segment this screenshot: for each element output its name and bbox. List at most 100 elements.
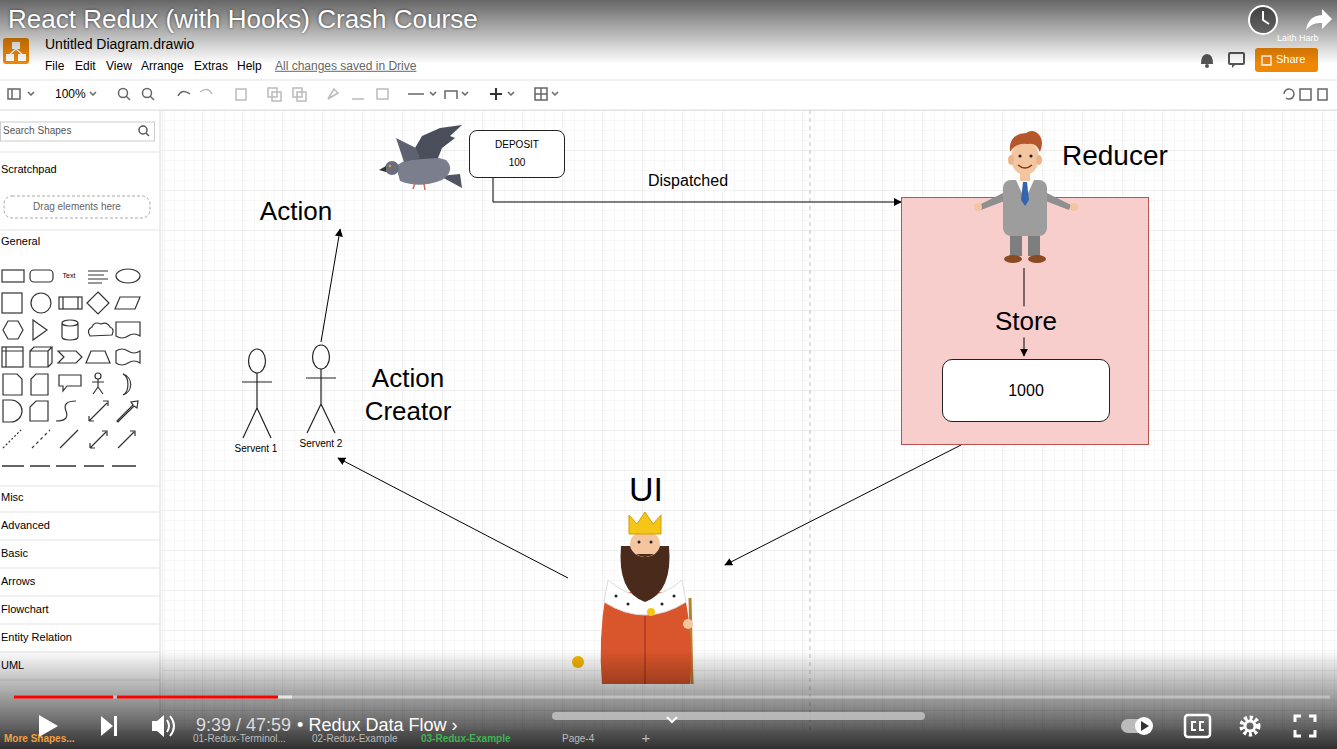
reducer-illustration [1011,141,1039,175]
toolbar-icons [8,88,1327,101]
king-illustration [629,512,661,534]
reducer-illustration [1028,255,1046,263]
menu-item: Arrange [141,59,184,73]
file-name: Untitled Diagram.drawio [45,36,194,53]
toolbar-icons [328,89,338,99]
toolbar-icons [8,89,20,99]
player-overlay [14,696,1330,699]
toolbar-icons [126,96,130,100]
shape-sidebar [146,133,149,136]
player-overlay [39,715,58,737]
shape-sidebar [3,321,23,339]
player-overlay [667,717,677,722]
player-overlay [14,696,113,699]
reducer-illustration [1021,182,1029,206]
flow-arrow [321,229,340,342]
shape-sidebar [116,322,140,338]
node-text: Action Creator [348,362,468,428]
state-box: 1000 [942,359,1110,422]
toolbar-icons [1284,89,1294,99]
player-overlay [1306,9,1332,30]
toolbar-icons [540,88,542,100]
player-overlay [117,696,278,699]
drawio-header [1232,64,1236,68]
reducer-illustration [1020,170,1030,181]
shape-sidebar [4,196,150,218]
shape-sidebar [0,152,160,153]
shape-sidebar [63,297,78,309]
reducer-illustration [1024,268,1025,356]
menu-item: Edit [75,59,96,73]
player-overlay [1192,722,1204,730]
video-title: React Redux (with Hooks) Crash Course [8,4,478,35]
drawio-header [1205,64,1209,68]
player-overlay [152,715,164,737]
drop-hint: Drag elements here [33,201,121,213]
shape-sidebar [115,297,140,309]
shape-sidebar [87,292,109,314]
ui-group: UI [568,468,725,690]
king-illustration [638,541,641,544]
toolbar-icons [28,92,34,95]
node-text: Action [260,196,332,227]
player-overlay [0,0,1337,64]
toolbar-icons [552,92,558,95]
servant-figures [306,369,336,433]
reducer-illustration [1016,180,1034,200]
sidebar-heading: Advanced [1,519,50,532]
pigeon-illustration [379,125,462,190]
shape-sidebar [139,126,147,134]
reducer-illustration [1036,155,1042,165]
sidebar-heading: Flowchart [1,603,49,616]
shape-sidebar [3,430,21,448]
player-overlay [278,696,292,699]
player-overlay [1245,721,1255,731]
shape-sidebar [0,596,160,597]
node-text: Store [991,306,1061,337]
sidebar-heading: Basic [1,547,28,560]
toolbar-icons [377,89,388,99]
servant-figures [313,345,330,369]
figure-caption: Servent 1 [235,443,278,455]
shape-sidebar [30,347,52,367]
player-overlay [101,716,113,736]
shape-sidebar [30,270,53,282]
shape-sidebar [59,297,82,309]
shape-sidebar [0,540,160,541]
toolbar-icons [490,88,502,100]
node-text: DEPOSIT [495,139,539,151]
shape-sidebar [92,379,104,394]
shape-sidebar [30,401,48,421]
toolbar-icons [445,91,457,99]
king-illustration [615,595,618,598]
shape-sidebar [0,624,160,625]
player-overlay [114,716,117,736]
toolbar-icons [200,89,212,94]
king-illustration [636,554,654,557]
drawio-header [0,80,1337,81]
shape-sidebar [2,347,23,367]
toolbar-icons [11,89,13,99]
reducer-illustration [1070,203,1078,211]
action-creator-group: Action Creator [232,342,464,458]
role-label: Reducer [1062,139,1168,173]
shape-sidebar [1,122,155,141]
connector-layer [321,178,961,578]
shape-sidebar [3,400,22,422]
shape-sidebar [0,110,160,730]
shape-sidebar [90,431,107,448]
shape-sidebar [2,293,22,313]
toolbar-icons [150,96,154,100]
toolbar-icons [430,92,436,95]
node-text: UI [629,468,663,510]
user-name: Laith Harb [1277,33,1319,44]
toolbar-icons [236,89,246,100]
search-placeholder: Search Shapes [3,125,71,137]
toolbar-icons [1318,89,1327,100]
shape-sidebar [95,373,101,379]
pigeon-illustration [396,138,420,162]
shape-sidebar [0,486,160,487]
reducer-illustration [901,127,1149,457]
shape-sidebar [2,347,23,367]
share-label: Share [1276,53,1305,66]
